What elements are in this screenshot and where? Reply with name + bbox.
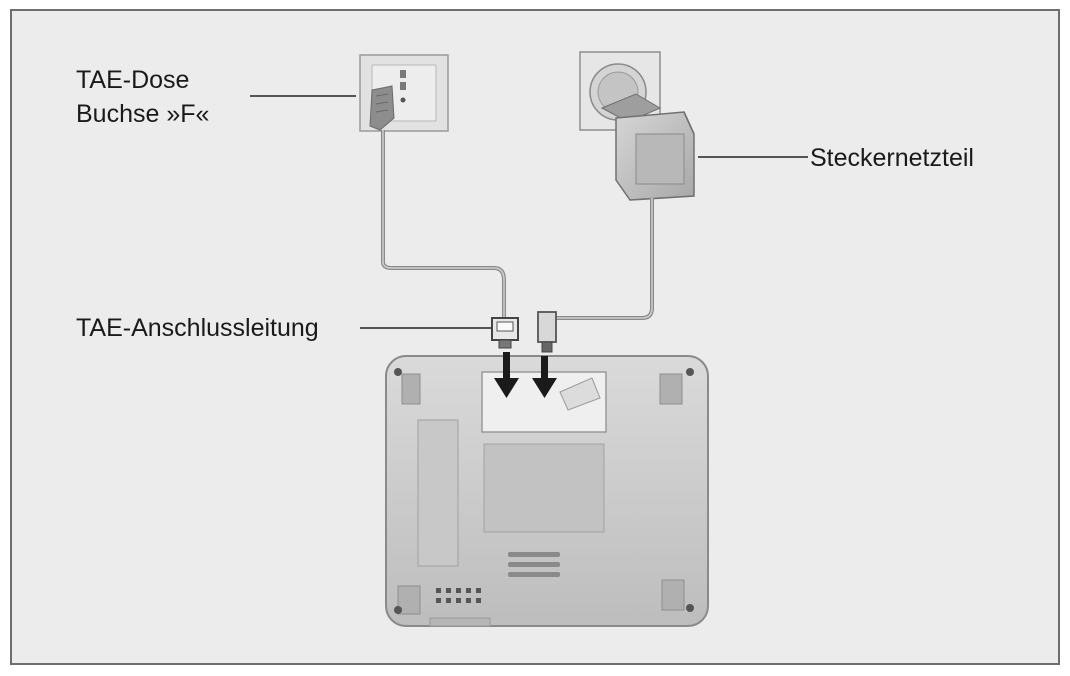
label-tae-buchse: Buchse »F« [76,100,210,128]
power-supply-unit [600,93,695,201]
label-tae-anschlussleitung: TAE-Anschlussleitung [76,314,319,342]
label-steckernetzteil: Steckernetzteil [810,144,974,172]
power-connector [537,311,557,353]
power-cable [546,198,654,327]
arrow-down-icon [494,352,519,398]
arrow-down-icon [532,356,557,398]
tae-cable-highlight [382,130,505,318]
power-cable-highlight [547,198,653,327]
tae-wall-socket [359,54,449,132]
base-station [385,355,709,627]
rj-connector [491,317,519,349]
tae-cable [381,130,506,318]
label-tae-dose: TAE-Dose [76,66,190,94]
